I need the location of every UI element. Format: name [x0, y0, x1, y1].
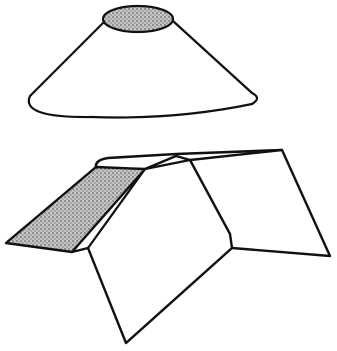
roof-left-slope	[6, 167, 145, 252]
roof-right-slope	[190, 150, 330, 256]
gabled-roof	[6, 150, 330, 343]
cone-top-ellipse	[103, 6, 173, 32]
cone-body-outline	[29, 21, 257, 117]
roof-front-gable	[145, 160, 232, 248]
truncated-cone	[29, 6, 257, 117]
roof-front-wall	[72, 248, 232, 343]
